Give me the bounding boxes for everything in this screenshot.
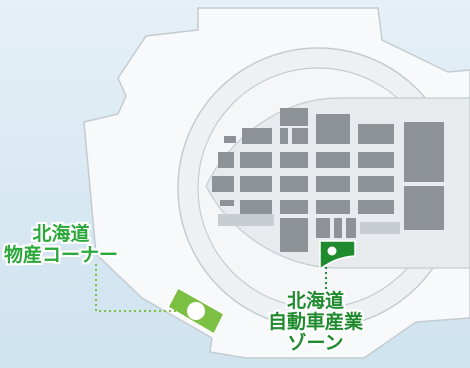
products-zone-marker bbox=[167, 286, 225, 336]
automotive-zone-marker bbox=[319, 240, 356, 271]
products-zone-leader bbox=[95, 264, 188, 312]
booth-grid-light bbox=[218, 214, 400, 234]
automotive-zone-pin-icon bbox=[327, 246, 337, 256]
products-zone-label-line-1: 北海道 bbox=[32, 223, 90, 245]
products-zone-pin-icon bbox=[187, 302, 205, 320]
automotive-zone-label: 北海道 自動車産業 ゾーン bbox=[268, 291, 363, 354]
automotive-zone-label-line-1: 北海道 bbox=[287, 290, 345, 312]
automotive-zone-label-line-3: ゾーン bbox=[287, 332, 344, 354]
products-zone-label: 北海道 物産コーナー bbox=[4, 224, 118, 266]
products-zone-label-line-2: 物産コーナー bbox=[4, 244, 119, 266]
automotive-zone-label-line-2: 自動車産業 bbox=[268, 311, 364, 333]
booth-grid bbox=[212, 108, 444, 252]
